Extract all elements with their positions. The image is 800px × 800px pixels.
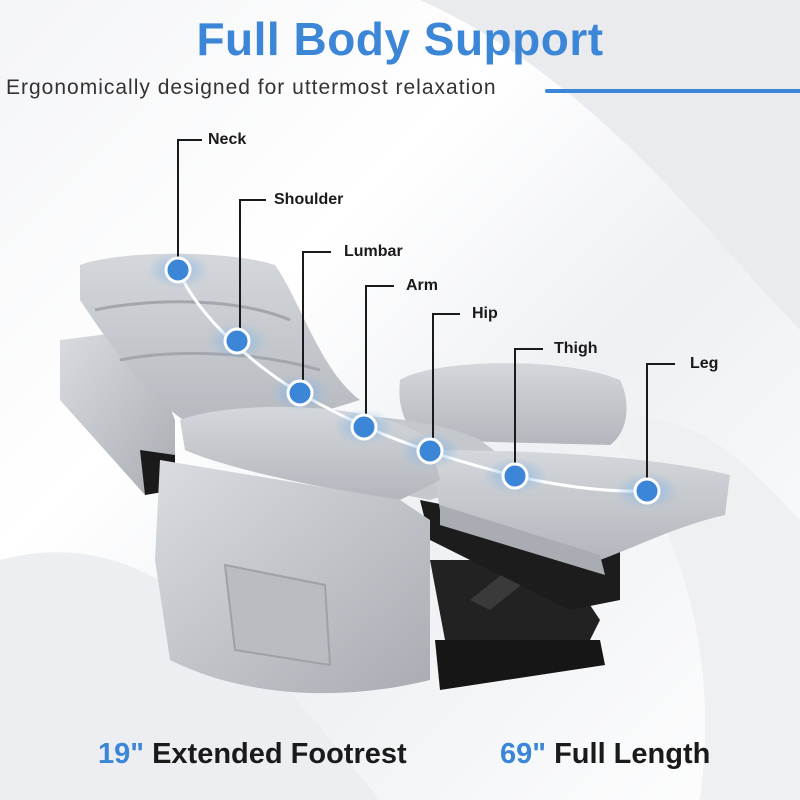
arm-leader-line	[365, 285, 394, 415]
shoulder-label: Shoulder	[274, 191, 344, 208]
page-title: Full Body Support	[196, 13, 604, 65]
shoulder-point	[223, 327, 251, 355]
shoulder-leader-line	[239, 199, 266, 330]
lumbar-leader-line	[302, 251, 331, 381]
right-armrest	[399, 363, 627, 445]
leg-point	[633, 477, 661, 505]
thigh-leader-line	[514, 348, 543, 464]
footrest-spec: 19" Extended Footrest	[98, 738, 407, 771]
side-pocket	[223, 563, 332, 667]
arm-label: Arm	[406, 277, 439, 294]
footrest-text: Extended Footrest	[152, 738, 407, 770]
subtitle-accent-line	[545, 89, 800, 93]
thigh-label: Thigh	[554, 340, 598, 357]
hip-leader-line	[432, 313, 460, 439]
footrest-value: 19"	[98, 738, 145, 770]
chair-side-panel	[155, 460, 430, 694]
neck-point	[164, 256, 192, 284]
neck-label: Neck	[208, 131, 247, 148]
neck-leader-line	[177, 139, 202, 258]
hip-label: Hip	[472, 305, 498, 322]
length-spec: 69" Full Length	[500, 738, 710, 771]
length-text: Full Length	[554, 738, 711, 770]
lumbar-label: Lumbar	[344, 243, 403, 260]
hip-point	[416, 437, 444, 465]
arm-point	[350, 413, 378, 441]
length-value: 69"	[500, 738, 547, 770]
page-subtitle: Ergonomically designed for uttermost rel…	[6, 76, 497, 99]
leg-label: Leg	[690, 355, 719, 372]
thigh-point	[501, 462, 529, 490]
lumbar-point	[286, 379, 314, 407]
leg-leader-line	[646, 363, 675, 479]
